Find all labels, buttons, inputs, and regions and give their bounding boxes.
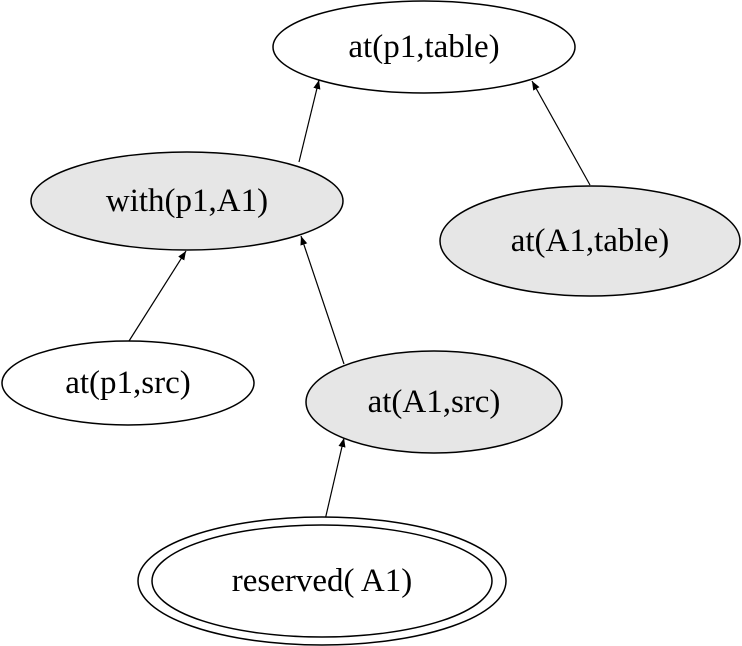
- node-at-p1-src-label: at(p1,src): [65, 365, 191, 401]
- node-at-p1-table-ellipse: [272, 0, 576, 94]
- edge-at-a1-src-to-with-p1-a1: [300, 235, 345, 365]
- node-reserved-a1: reserved( A1): [137, 516, 507, 646]
- edge-at-p1-src-to-with-p1-a1: [128, 250, 187, 342]
- node-at-p1-table: at(p1,table): [272, 0, 576, 94]
- node-at-a1-table-label: at(A1,table): [511, 223, 670, 259]
- node-at-p1-src: at(p1,src): [1, 340, 255, 426]
- edge-with-p1-a1-to-at-p1-table: [298, 79, 321, 163]
- edge-reserved-a1-to-at-a1-src: [324, 437, 346, 521]
- node-reserved-a1-inner-ellipse: [151, 524, 493, 638]
- node-at-a1-table-ellipse: [439, 185, 741, 297]
- node-reserved-a1-outer-ellipse: [137, 516, 507, 646]
- edge-at-a1-table-to-at-p1-table: [531, 80, 591, 186]
- node-at-a1-src-ellipse: [305, 350, 563, 454]
- node-reserved-a1-label: reserved( A1): [232, 563, 413, 599]
- node-at-p1-src-ellipse: [1, 340, 255, 426]
- edges: [128, 79, 591, 521]
- node-at-a1-src: at(A1,src): [305, 350, 563, 454]
- node-at-p1-table-label: at(p1,table): [348, 29, 499, 65]
- node-at-a1-table: at(A1,table): [439, 185, 741, 297]
- node-with-p1-a1: with(p1,A1): [30, 151, 344, 251]
- node-at-a1-src-label: at(A1,src): [368, 384, 501, 420]
- node-with-p1-a1-label: with(p1,A1): [106, 183, 268, 219]
- node-with-p1-a1-ellipse: [30, 151, 344, 251]
